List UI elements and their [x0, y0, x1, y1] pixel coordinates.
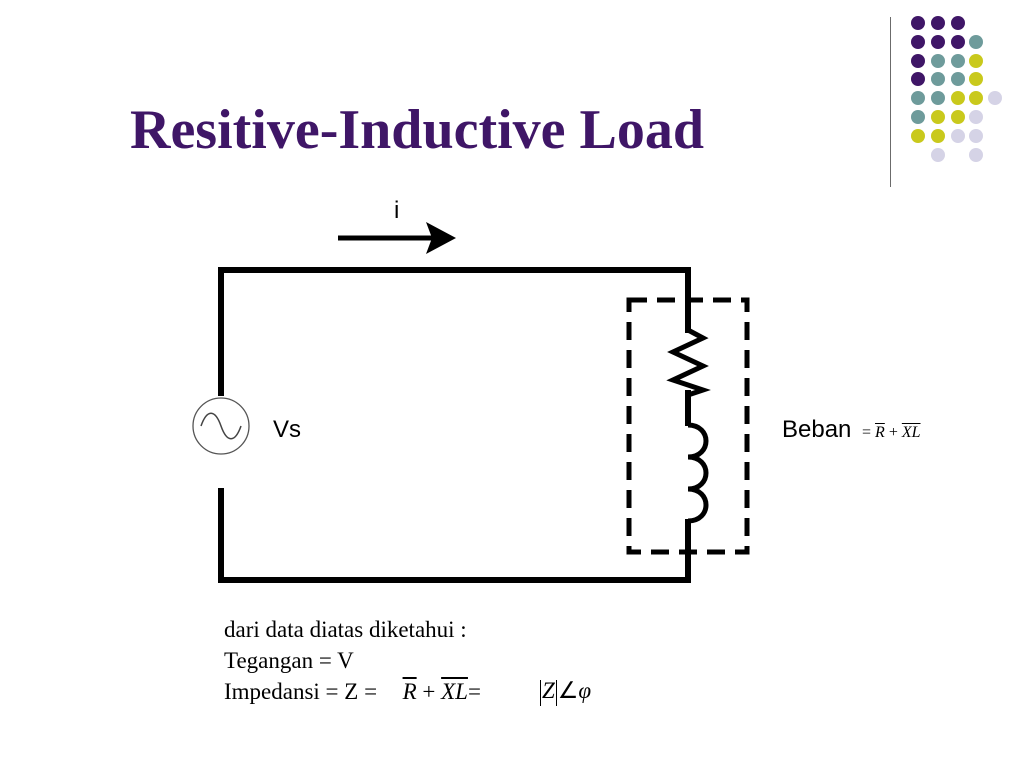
impedance-prefix: Impedansi = Z = — [224, 679, 378, 704]
phi-symbol: φ — [578, 678, 592, 703]
decorative-dot — [988, 91, 1002, 105]
decorative-dot — [931, 16, 945, 30]
notes-line-1: dari data diatas diketahui : — [224, 617, 467, 642]
decorative-dot — [969, 35, 983, 49]
impedance-r: R — [402, 679, 417, 704]
decorative-dot — [911, 129, 925, 143]
load-box — [626, 297, 750, 555]
current-label: i — [394, 197, 400, 224]
impedance-polar: Z∠φ — [539, 678, 591, 706]
source-label: Vs — [273, 416, 302, 443]
decorative-dot-grid — [911, 16, 1002, 162]
decorative-dot — [911, 54, 925, 68]
current-arrow — [338, 222, 456, 254]
notes-line-2: Tegangan = V — [224, 648, 354, 673]
decorative-dot — [931, 35, 945, 49]
resistor-symbol — [666, 327, 711, 398]
load-formula-plus: + — [888, 424, 898, 441]
decorative-dot — [911, 16, 925, 30]
decorative-dot — [951, 35, 965, 49]
decorative-dot — [931, 129, 945, 143]
load-formula-eq: = — [862, 424, 872, 441]
decorative-dot — [969, 54, 983, 68]
notes-block: dari data diatas diketahui : Tegangan = … — [224, 614, 481, 707]
decorative-dot — [969, 110, 983, 124]
impedance-plus: + — [422, 679, 436, 704]
decorative-dot — [951, 91, 965, 105]
load-label: Beban — [782, 416, 852, 443]
decorative-dot — [931, 91, 945, 105]
impedance-xl: XL — [441, 679, 468, 704]
decorative-dot — [951, 129, 965, 143]
decorative-dot — [931, 72, 945, 86]
abs-bar-left — [540, 679, 541, 706]
decorative-dot — [911, 91, 925, 105]
decorative-dot — [969, 129, 983, 143]
decorative-dot — [911, 35, 925, 49]
impedance-z: Z — [542, 678, 555, 703]
load-formula: = R + XL — [862, 424, 921, 442]
notes-line-3: Impedansi = Z = R + XL= — [224, 676, 481, 707]
ac-source-symbol — [192, 397, 250, 455]
load-formula-xl: XL — [901, 424, 921, 441]
impedance-eq: = — [467, 679, 481, 704]
decorative-dot — [931, 148, 945, 162]
decorative-divider — [890, 17, 891, 187]
inductor-symbol — [687, 422, 709, 524]
decorative-dot — [931, 54, 945, 68]
load-formula-r: R — [875, 424, 885, 441]
angle-symbol: ∠ — [557, 678, 579, 703]
decorative-dot — [951, 110, 965, 124]
decorative-dot — [911, 72, 925, 86]
decorative-dot — [931, 110, 945, 124]
decorative-dot — [951, 16, 965, 30]
abs-bar-right — [555, 679, 557, 706]
decorative-dot — [951, 72, 965, 86]
decorative-dot — [969, 72, 983, 86]
decorative-dot — [969, 148, 983, 162]
decorative-dot — [911, 110, 925, 124]
decorative-dot — [969, 91, 983, 105]
slide-title: Resitive-Inductive Load — [130, 99, 704, 161]
decorative-dot — [951, 54, 965, 68]
